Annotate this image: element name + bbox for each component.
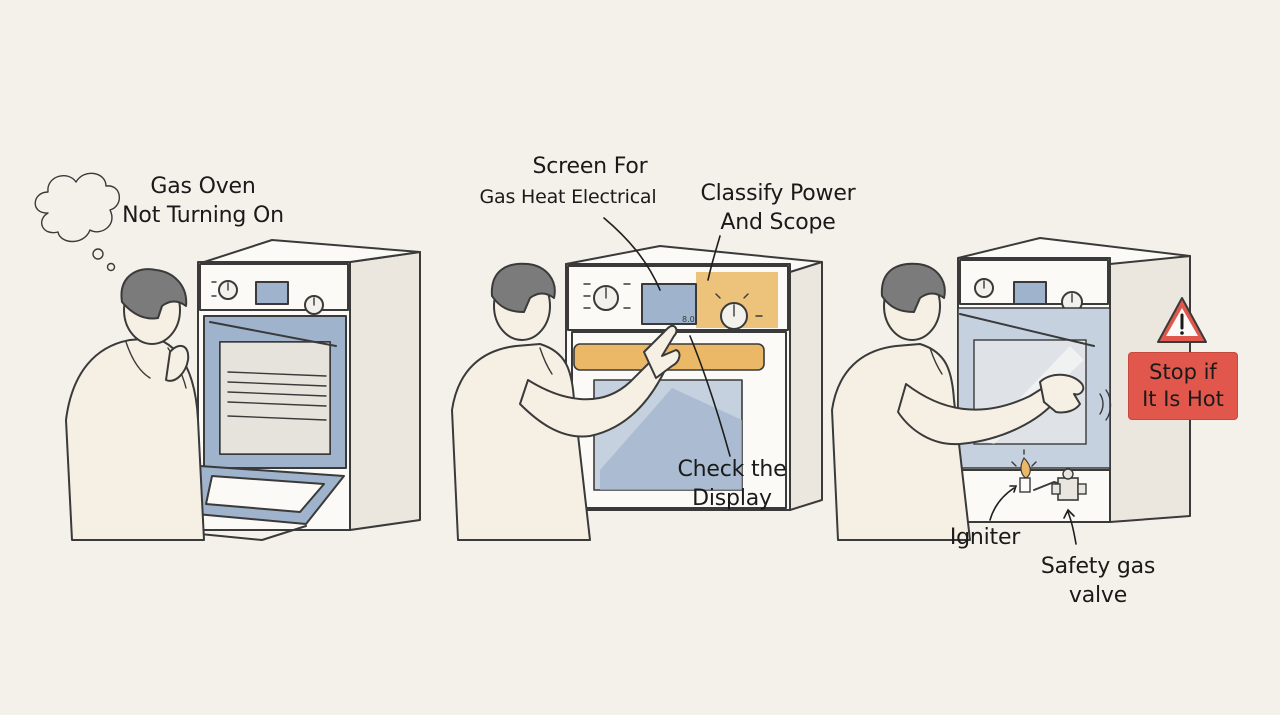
svg-text:8.0: 8.0: [682, 315, 695, 324]
panel-1-art: [34, 172, 421, 541]
screen-for-categories-label: Gas Heat Electrical: [479, 186, 657, 208]
check-display-label: Check the Display: [677, 457, 787, 511]
panel-1-title: Gas Oven Not Turning On: [122, 174, 284, 228]
screen-for-label: Screen For: [532, 154, 648, 179]
warning-triangle-icon: [1157, 297, 1207, 343]
panel-2-art: 8.0: [451, 217, 823, 541]
igniter-label: Igniter: [949, 525, 1021, 550]
classify-label: Classify Power And Scope: [700, 181, 856, 235]
safety-gas-valve-label: Safety gas valve: [1040, 554, 1156, 608]
warning-hot-badge: Stop if It Is Hot: [1128, 352, 1238, 420]
gas-valve-icon: [1033, 468, 1087, 501]
igniter-flame-icon: [1011, 449, 1037, 493]
thought-cloud-icon: [34, 172, 120, 272]
